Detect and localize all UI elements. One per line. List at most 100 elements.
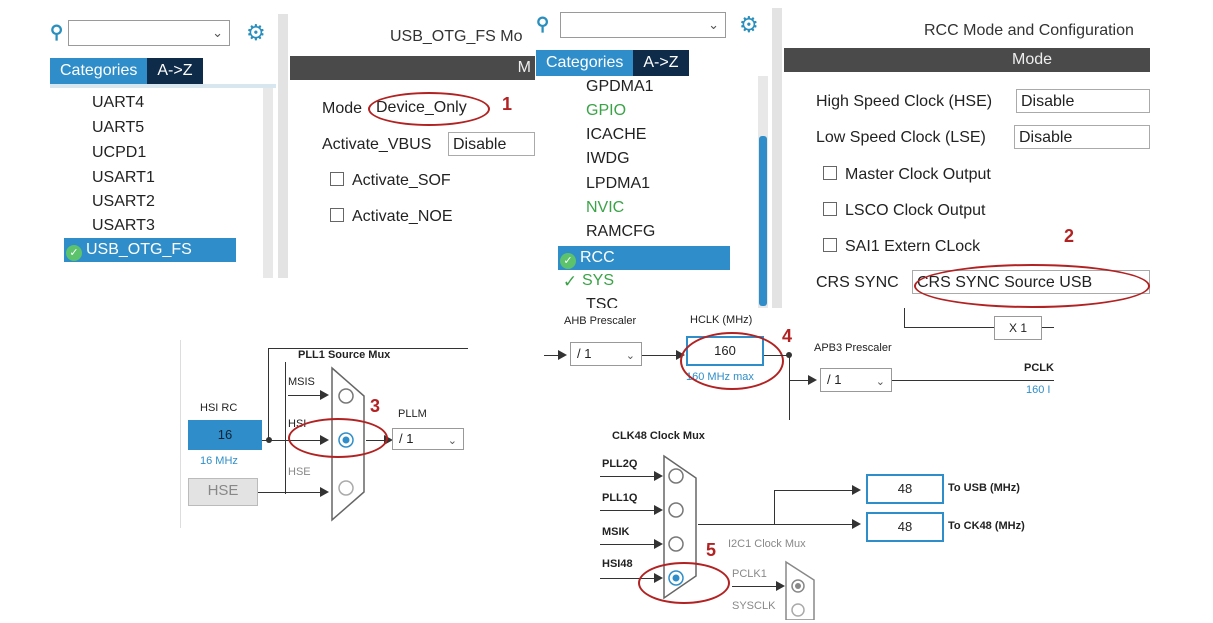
list-item-tsc[interactable]: TSC (586, 296, 618, 308)
list-item-usart2[interactable]: USART2 (92, 193, 155, 210)
tab-categories[interactable]: Categories (50, 58, 148, 84)
callout-ellipse-3 (288, 418, 388, 458)
list-item-uart4[interactable]: UART4 (92, 94, 145, 111)
clk48-clock-diagram: CLK48 Clock Mux PLL2Q PLL1Q MSIK HSI48 5… (596, 420, 1056, 620)
list-item-ramcfg[interactable]: RAMCFG (586, 223, 656, 240)
tab-a-to-z[interactable]: A->Z (147, 58, 203, 84)
pllm-value: / 1 (399, 431, 414, 446)
ahb-prescaler-label: AHB Prescaler (564, 315, 637, 327)
tab-a-to-z[interactable]: A->Z (633, 50, 689, 76)
category-list-divider (50, 84, 276, 88)
list-item-lpdma1[interactable]: LPDMA1 (586, 175, 651, 192)
to-usb-label: To USB (MHz) (948, 482, 1020, 494)
callout-ellipse-4 (680, 332, 784, 390)
hclk-label: HCLK (MHz) (690, 314, 753, 326)
activate-noe-label: Activate_NOE (352, 208, 453, 225)
sysclk-input-label: SYSCLK (732, 600, 776, 612)
mode-header-label: Mode (1011, 51, 1053, 68)
callout-ellipse-2 (914, 264, 1150, 308)
clk48-input-msik: MSIK (602, 526, 630, 538)
list-item-label: SYS (582, 272, 615, 289)
usb-config-panel: ⚲ ⌄ ⚙ Categories A->Z UART4 UART5 UCPD1 … (50, 14, 535, 278)
rcc-list-scrollbar[interactable] (758, 76, 768, 308)
list-item-ucpd1[interactable]: UCPD1 (92, 144, 147, 161)
callout-number-5: 5 (706, 540, 717, 560)
callout-ellipse-5 (638, 562, 730, 604)
hse-input-label: HSE (288, 466, 311, 478)
gear-icon[interactable]: ⚙ (246, 20, 266, 45)
ahb-prescaler-value: / 1 (577, 346, 592, 361)
list-item-label: USB_OTG_FS (86, 241, 192, 258)
activate-noe-checkbox[interactable]: Activate_NOE (330, 208, 452, 226)
hse-select[interactable]: Disable (1016, 89, 1150, 113)
msik-radio (668, 536, 684, 552)
panel-splitter[interactable] (772, 8, 782, 308)
clk48-mux-title: CLK48 Clock Mux (612, 430, 705, 442)
list-item-usart1[interactable]: USART1 (92, 169, 155, 186)
rcc-mode-header: Mode (784, 48, 1150, 72)
search-icon[interactable]: ⚲ (50, 22, 64, 42)
activate-sof-checkbox[interactable]: Activate_SOF (330, 172, 451, 190)
lse-select[interactable]: Disable (1014, 125, 1150, 149)
to-ck48-label: To CK48 (MHz) (948, 520, 1025, 532)
gear-icon[interactable]: ⚙ (739, 12, 759, 37)
sysclk-radio (791, 603, 805, 617)
search-icon[interactable]: ⚲ (536, 14, 550, 34)
pll1q-radio (668, 502, 684, 518)
hsi-rc-value[interactable]: 16 (188, 420, 262, 450)
sai1-extern-clock-checkbox[interactable]: SAI1 Extern CLock (823, 238, 980, 256)
apb3-prescaler-select[interactable]: / 1 ⌄ (820, 368, 892, 392)
msis-radio (338, 388, 354, 404)
to-ck48-value[interactable]: 48 (866, 512, 944, 542)
hse-label: High Speed Clock (HSE) (816, 93, 993, 110)
pclk1-input-label: PCLK1 (732, 568, 767, 580)
chevron-down-icon: ⌄ (875, 376, 885, 388)
list-item-icache[interactable]: ICACHE (586, 126, 647, 143)
mode-header-label: M (517, 59, 531, 76)
usb-mode-header: M (290, 56, 535, 80)
scrollbar-thumb[interactable] (759, 136, 767, 306)
panel-splitter[interactable] (278, 14, 288, 278)
check-icon: ✓ (66, 245, 82, 261)
i2c1-mux (785, 560, 815, 620)
callout-number-1: 1 (502, 94, 513, 114)
usb-list-scrollbar[interactable] (263, 88, 273, 278)
hsi-rc-label: HSI RC (200, 402, 238, 414)
callout-number-2: 2 (1064, 226, 1075, 246)
list-item-uart5[interactable]: UART5 (92, 119, 145, 136)
pll1-source-mux-title: PLL1 Source Mux (298, 349, 391, 361)
lsco-label: LSCO Clock Output (845, 202, 986, 219)
chevron-down-icon: ⌄ (625, 350, 635, 362)
pllm-label: PLLM (398, 408, 427, 420)
list-item-nvic[interactable]: NVIC (586, 199, 625, 216)
tab-categories[interactable]: Categories (536, 50, 634, 76)
chevron-down-icon: ⌄ (212, 25, 223, 40)
x1-multiplier: X 1 (994, 316, 1042, 340)
usb-search-input[interactable]: ⌄ (68, 20, 230, 46)
lsco-clock-output-checkbox[interactable]: LSCO Clock Output (823, 202, 986, 220)
junction-dot (266, 437, 272, 443)
usb-mode-title: USB_OTG_FS Mo (390, 28, 523, 45)
check-icon: ✓ (562, 272, 578, 291)
rcc-search-input[interactable]: ⌄ (560, 12, 726, 38)
list-item-label: RCC (580, 249, 615, 266)
list-item-usb-otg-fs[interactable]: ✓USB_OTG_FS (64, 238, 236, 262)
callout-ellipse-1 (368, 92, 490, 126)
chevron-down-icon: ⌄ (708, 17, 719, 32)
apb3-prescaler-value: / 1 (827, 372, 842, 387)
list-item-gpdma1[interactable]: GPDMA1 (586, 78, 654, 95)
to-usb-value[interactable]: 48 (866, 474, 944, 504)
list-item-rcc[interactable]: ✓RCC (558, 246, 730, 270)
lse-label: Low Speed Clock (LSE) (816, 129, 986, 146)
list-item-gpio[interactable]: GPIO (586, 102, 627, 119)
pclk-value: 160 I (1026, 384, 1051, 396)
list-item-sys[interactable]: ✓SYS (562, 272, 614, 290)
ahb-prescaler-select[interactable]: / 1 ⌄ (570, 342, 642, 366)
hse-box[interactable]: HSE (188, 478, 258, 506)
pllm-select[interactable]: / 1 ⌄ (392, 428, 464, 450)
master-clock-output-checkbox[interactable]: Master Clock Output (823, 166, 991, 184)
list-item-iwdg[interactable]: IWDG (586, 150, 630, 167)
hse-radio (338, 480, 354, 496)
list-item-usart3[interactable]: USART3 (92, 217, 155, 234)
vbus-select[interactable]: Disable (448, 132, 535, 156)
